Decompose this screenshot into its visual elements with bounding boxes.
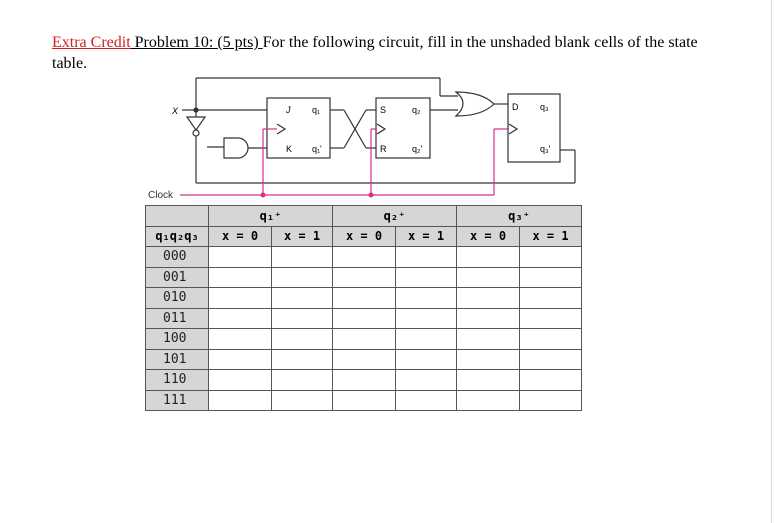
answer-cell[interactable] [208,389,272,411]
answer-cell[interactable] [271,287,333,309]
extra-credit-label: Extra Credit [52,34,131,51]
answer-cell[interactable] [208,246,272,268]
state-cell: 100 [145,328,209,350]
input-x-label: X [171,106,179,116]
subheader-q2-x1: x = 1 [395,225,457,247]
ff2-r-label: R [380,144,387,154]
answer-cell[interactable] [456,266,520,288]
circuit-diagram: X Clock J K q₁ q₁' S R q₂ q₂' D q₃ q₃' [148,77,576,201]
answer-cell[interactable] [208,307,272,329]
answer-cell[interactable] [332,307,396,329]
ff3-qn-label: q₃' [540,144,551,154]
ff3-q-label: q₃ [540,102,549,112]
state-cell: 001 [145,266,209,288]
answer-cell[interactable] [395,348,457,370]
table-row: 110 [145,369,582,391]
answer-cell[interactable] [271,369,333,391]
answer-cell[interactable] [395,307,457,329]
ff2-qn-label: q₂' [412,144,422,154]
subheader-q2-x0: x = 0 [332,225,396,247]
state-cell: 011 [145,307,209,329]
header-q1-next: q₁⁺ [208,205,333,227]
answer-cell[interactable] [395,287,457,309]
answer-cell[interactable] [271,328,333,350]
table-row: 011 [145,307,582,329]
answer-cell[interactable] [519,348,582,370]
problem-statement: Extra Credit Problem 10: (5 pts) For the… [52,32,732,74]
table-row: 111 [145,389,582,411]
answer-cell[interactable] [271,389,333,411]
answer-cell[interactable] [332,348,396,370]
state-table: q₁⁺ q₂⁺ q₃⁺ q₁q₂q₃ x = 0 x = 1 x = 0 x =… [145,205,582,411]
ff1-k-label: K [286,144,292,154]
state-cell: 000 [145,246,209,268]
state-cell: 101 [145,348,209,370]
answer-cell[interactable] [271,266,333,288]
answer-cell[interactable] [332,287,396,309]
page-edge [771,0,772,523]
answer-cell[interactable] [395,369,457,391]
answer-cell[interactable] [208,328,272,350]
clock-label: Clock [148,190,174,201]
answer-cell[interactable] [456,328,520,350]
answer-cell[interactable] [519,246,582,268]
answer-cell[interactable] [519,307,582,329]
subheader-q3-x0: x = 0 [456,225,520,247]
answer-cell[interactable] [332,246,396,268]
header-q3-next: q₃⁺ [456,205,582,227]
ff2-q-label: q₂ [412,105,421,115]
ff1-qn-label: q₁' [312,144,322,154]
answer-cell[interactable] [395,328,457,350]
answer-cell[interactable] [456,246,520,268]
answer-cell[interactable] [519,389,582,411]
answer-cell[interactable] [332,328,396,350]
ff1-j-label: J [285,105,291,115]
answer-cell[interactable] [332,369,396,391]
ff1-q-label: q₁ [312,105,320,115]
answer-cell[interactable] [208,266,272,288]
ff2-s-label: S [380,105,386,115]
ff3-d-label: D [512,102,519,112]
answer-cell[interactable] [208,369,272,391]
answer-cell[interactable] [519,369,582,391]
subheader-q3-x1: x = 1 [519,225,582,247]
state-cell: 010 [145,287,209,309]
answer-cell[interactable] [519,266,582,288]
state-cell: 111 [145,389,209,411]
subheader-q1-x1: x = 1 [271,225,333,247]
answer-cell[interactable] [456,389,520,411]
answer-cell[interactable] [519,328,582,350]
header-q2-next: q₂⁺ [332,205,457,227]
answer-cell[interactable] [332,266,396,288]
problem-points: (5 pts) [217,34,263,51]
problem-text: For the following circuit, fill in the u… [52,34,698,72]
problem-number: Problem 10: [130,34,218,51]
answer-cell[interactable] [271,307,333,329]
header-current-state: q₁q₂q₃ [145,225,209,247]
answer-cell[interactable] [456,287,520,309]
answer-cell[interactable] [456,307,520,329]
answer-cell[interactable] [519,287,582,309]
subheader-q1-x0: x = 0 [208,225,272,247]
answer-cell[interactable] [456,369,520,391]
table-row: 100 [145,328,582,350]
answer-cell[interactable] [395,246,457,268]
answer-cell[interactable] [456,348,520,370]
answer-cell[interactable] [208,348,272,370]
table-row: 001 [145,266,582,288]
answer-cell[interactable] [271,246,333,268]
table-row: 101 [145,348,582,370]
answer-cell[interactable] [395,389,457,411]
answer-cell[interactable] [332,389,396,411]
state-cell: 110 [145,369,209,391]
table-row: 000 [145,246,582,268]
answer-cell[interactable] [208,287,272,309]
corner-cell [145,205,209,227]
table-row: 010 [145,287,582,309]
answer-cell[interactable] [271,348,333,370]
answer-cell[interactable] [395,266,457,288]
